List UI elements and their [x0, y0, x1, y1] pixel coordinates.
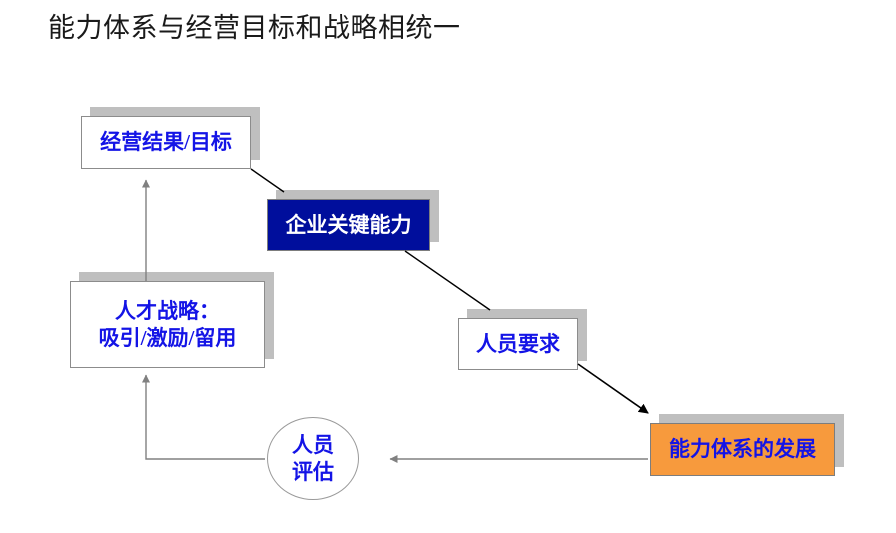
node-talent-strategy-label-line2: 吸引/激励/留用	[98, 325, 237, 350]
connector-people-assessment-to-talent-strategy	[142, 374, 265, 460]
node-face[interactable]: 人员要求	[458, 318, 578, 370]
node-people-requirements-label: 人员要求	[476, 331, 560, 356]
connector-results-to-core-capability	[250, 168, 285, 193]
node-face[interactable]: 人才战略： 吸引/激励/留用	[70, 281, 265, 368]
node-people-requirements[interactable]: 人员要求	[458, 309, 587, 370]
connector-core-capability-to-people-requirements	[404, 250, 491, 311]
node-talent-strategy[interactable]: 人才战略： 吸引/激励/留用	[70, 272, 274, 368]
node-capability-development[interactable]: 能力体系的发展	[650, 414, 844, 476]
node-face[interactable]: 能力体系的发展	[650, 423, 835, 476]
node-capability-development-label: 能力体系的发展	[669, 437, 816, 461]
node-core-capability-label: 企业关键能力	[285, 212, 412, 237]
node-business-results[interactable]: 经营结果/目标	[81, 107, 260, 169]
page-title: 能力体系与经营目标和战略相统一	[48, 13, 461, 43]
node-face[interactable]: 经营结果/目标	[81, 116, 251, 169]
node-people-assessment[interactable]: 人员 评估	[267, 417, 359, 500]
node-talent-strategy-label-line1: 人才战略：	[115, 298, 220, 323]
node-core-capability[interactable]: 企业关键能力	[267, 190, 439, 251]
node-face[interactable]: 人员 评估	[267, 417, 359, 500]
node-people-assessment-label-line1: 人员	[292, 432, 334, 457]
connector-people-requirements-to-capability-development	[577, 363, 649, 414]
node-business-results-label: 经营结果/目标	[100, 130, 232, 154]
node-people-assessment-label-line2: 评估	[292, 459, 334, 484]
node-face[interactable]: 企业关键能力	[267, 199, 430, 251]
